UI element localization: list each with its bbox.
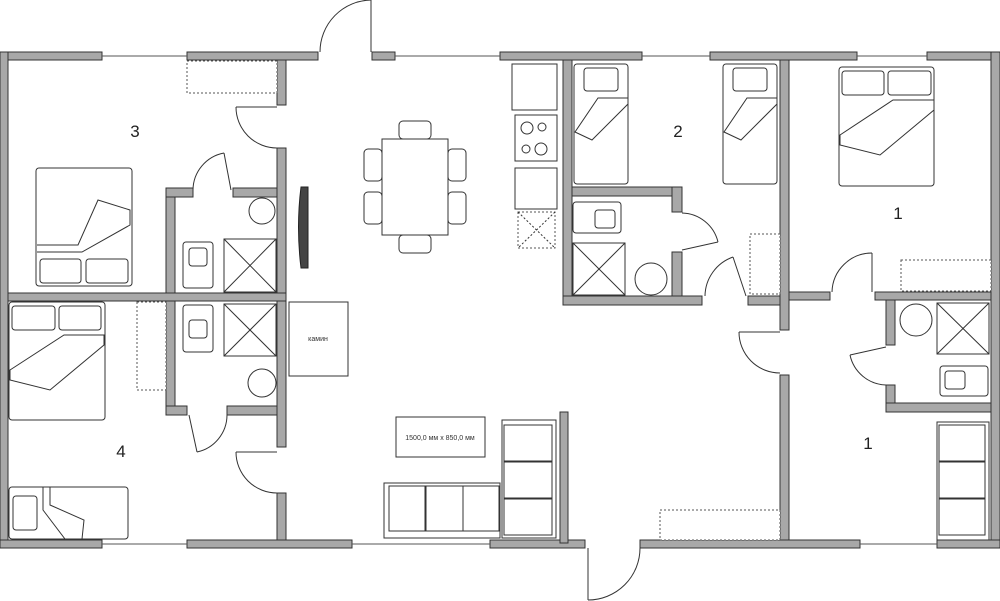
door-bath-4 (188, 414, 228, 453)
door-room-4 (235, 451, 278, 494)
toilet-bath-4 (182, 304, 214, 353)
door-room-1-bottom (738, 331, 781, 374)
furniture: камин 1500,0 мм x 850,0 мм (8, 60, 992, 541)
room-2-label: 2 (673, 122, 682, 141)
room-1-bottom-label: 1 (863, 434, 872, 453)
dresser-living (659, 509, 781, 541)
shower-bath-2 (572, 242, 626, 296)
sink-bath-4 (247, 368, 277, 398)
table-dimensions-label: 1500,0 мм x 850,0 мм (405, 435, 475, 442)
coffee-table: 1500,0 мм x 850,0 мм (395, 416, 486, 458)
double-bed-room-4 (8, 301, 106, 421)
single-bed-1-room-2 (573, 63, 629, 185)
doors (188, 0, 887, 601)
double-bed-room-3 (35, 167, 133, 287)
fireplace-label: камин (308, 336, 328, 343)
toilet-bath-3 (182, 241, 214, 289)
door-room-1-top (831, 252, 873, 293)
entrance-door-top (319, 0, 372, 53)
room-1-top-label: 1 (893, 204, 902, 223)
room-labels: 3 2 1 4 1 (116, 122, 902, 461)
shower-bath-4 (223, 303, 277, 357)
door-bath-3 (192, 152, 232, 191)
entrance-door-bottom (587, 547, 641, 601)
door-bath-1 (849, 346, 887, 386)
sofa-room-1 (936, 421, 990, 541)
room-3-label: 3 (130, 122, 139, 141)
dresser-room-1 (900, 259, 992, 292)
door-room-3 (235, 106, 278, 149)
room-4-label: 4 (116, 442, 125, 461)
wardrobe-room-4 (136, 301, 167, 391)
door-bath-2 (681, 212, 719, 251)
shower-bath-3 (223, 238, 277, 293)
shower-bath-1 (936, 302, 990, 355)
double-bed-room-1 (838, 66, 935, 187)
single-bed-room-4 (8, 486, 129, 540)
toilet-bath-2 (572, 201, 622, 234)
dining-table (363, 120, 467, 254)
single-bed-2-room-2 (722, 63, 778, 185)
sofa-right (501, 419, 557, 539)
dresser-room-2 (749, 233, 781, 295)
wardrobe-room-3 (186, 60, 278, 94)
tv (298, 186, 309, 269)
toilet-bath-1 (939, 365, 989, 397)
fireplace: камин (288, 301, 349, 377)
door-room-2 (704, 256, 747, 297)
sink-bath-1 (899, 303, 933, 337)
windows (102, 55, 937, 545)
sink-bath-3 (248, 197, 276, 225)
sofa-bottom (383, 482, 501, 539)
sink-bath-2 (634, 262, 668, 296)
kitchen-units (511, 63, 558, 249)
